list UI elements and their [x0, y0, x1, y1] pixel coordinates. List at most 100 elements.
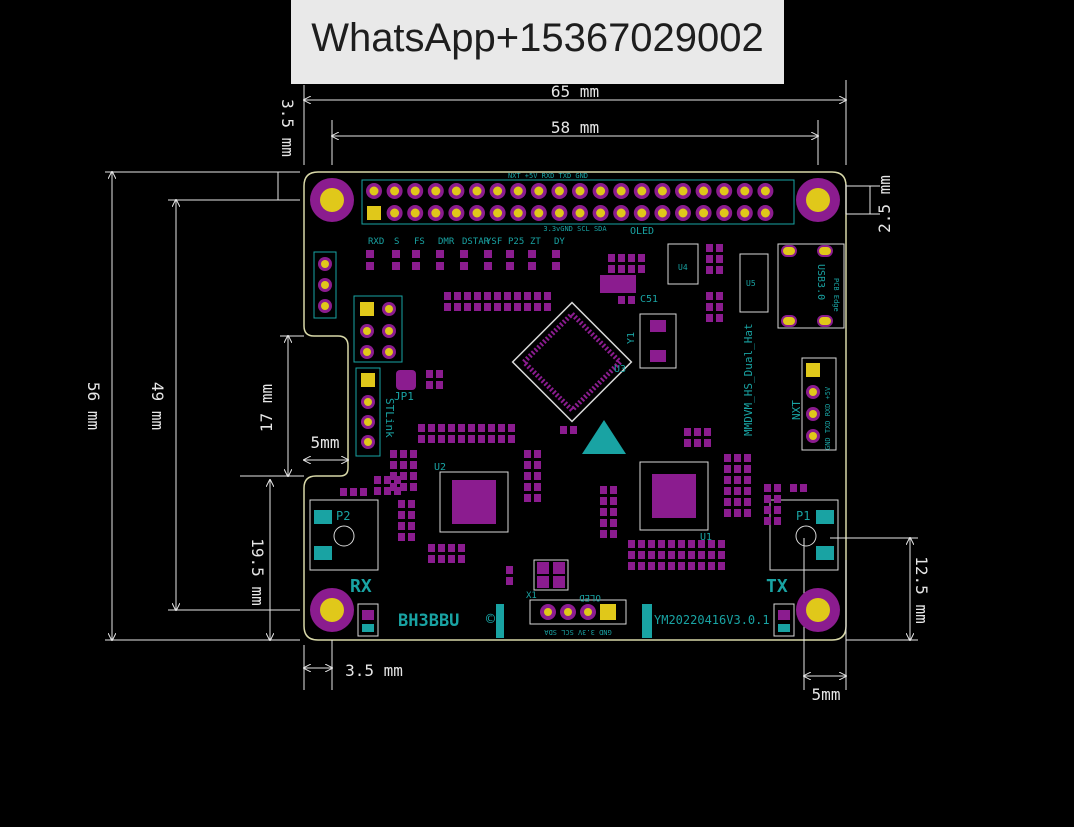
- gpio-pin-hole: [719, 208, 729, 218]
- gpio-pin-hole: [554, 208, 564, 218]
- gpio-pin-hole: [534, 208, 544, 218]
- y1-pad-b: [650, 350, 666, 362]
- passive-pad: [428, 424, 435, 432]
- passive-pad: [438, 435, 445, 443]
- oled-header-pins: [540, 604, 616, 620]
- dim-hole-offset: 2.5 mm: [875, 175, 894, 233]
- led-pad: [412, 250, 420, 258]
- gpio-pin-hole: [657, 208, 667, 218]
- passive-pad: [724, 476, 731, 484]
- passive-pad: [688, 551, 695, 559]
- gpio-pin-hole: [534, 186, 544, 196]
- gpio-pin-hole: [616, 208, 626, 218]
- usb-label: USB3.0: [815, 264, 826, 300]
- esd-logo: [582, 420, 626, 454]
- gpio-pin-hole: [575, 186, 585, 196]
- watermark-banner: WhatsApp+15367029002: [291, 0, 784, 84]
- passive-pad: [638, 265, 645, 273]
- passive-pad: [384, 476, 391, 484]
- passive-pad: [390, 461, 397, 469]
- passive-pad: [638, 562, 645, 570]
- c51-cap: [600, 275, 636, 293]
- passive-pad: [608, 265, 615, 273]
- swd-header-outline: [353, 295, 403, 363]
- passive-pad: [744, 476, 751, 484]
- passive-pad: [658, 562, 665, 570]
- gpio-pin-hole: [760, 186, 770, 196]
- passive-pad: [390, 472, 397, 480]
- gpio-pin-hole: [513, 186, 523, 196]
- led-pad: [506, 262, 514, 270]
- passive-pad: [600, 530, 607, 538]
- gpio-pin-hole: [472, 208, 482, 218]
- passive-pad: [608, 254, 615, 262]
- x1-pads: [537, 562, 565, 588]
- led-pad: [484, 250, 492, 258]
- passive-pad: [618, 254, 625, 262]
- gpio-pin-hole: [740, 186, 750, 196]
- passive-pad: [800, 484, 807, 492]
- passive-pad: [628, 540, 635, 548]
- led-pad: [460, 262, 468, 270]
- passive-pad: [400, 461, 407, 469]
- resistor-pad: [484, 292, 491, 300]
- passive-pad: [600, 486, 607, 494]
- gpio-pin-hole: [637, 186, 647, 196]
- passive-pad: [524, 472, 531, 480]
- y1-outline: [639, 313, 677, 369]
- passive-pad: [638, 551, 645, 559]
- passive-pad: [668, 562, 675, 570]
- gpio-pin-hole: [699, 208, 709, 218]
- led-pad: [412, 262, 420, 270]
- passive-pad: [458, 544, 465, 552]
- passive-pad: [724, 498, 731, 506]
- passive-pad: [716, 303, 723, 311]
- led-pad: [392, 262, 400, 270]
- passive-pad: [438, 544, 445, 552]
- resistor-pad: [534, 303, 541, 311]
- led-pad: [528, 262, 536, 270]
- passive-pad: [428, 555, 435, 563]
- gpio-pin-hole: [637, 208, 647, 218]
- passive-pad: [706, 244, 713, 252]
- led-label: DMR: [438, 237, 455, 247]
- version-label: YM20220416V3.0.1: [654, 613, 770, 627]
- watermark-text: WhatsApp+15367029002: [311, 16, 764, 60]
- jp1-label: JP1: [394, 390, 414, 403]
- passive-pad: [394, 476, 401, 484]
- gpio-pin-hole: [760, 208, 770, 218]
- passive-pad: [734, 465, 741, 473]
- passive-pad: [648, 562, 655, 570]
- project-label: MMDVM_HS_Dual_Hat: [742, 323, 755, 436]
- dim-sma-12-5: 12.5 mm: [912, 556, 931, 623]
- passive-pad: [600, 519, 607, 527]
- nxt-pins: [806, 363, 820, 443]
- y1-label: Y1: [626, 332, 637, 344]
- u3-label: U3: [614, 364, 626, 375]
- dim-width-58: 58 mm: [551, 118, 599, 137]
- oled-label: OLED: [579, 592, 601, 602]
- passive-pad: [488, 424, 495, 432]
- passive-pad: [524, 450, 531, 458]
- resistor-pad: [464, 303, 471, 311]
- led-pad: [436, 250, 444, 258]
- passive-pad: [724, 487, 731, 495]
- nxt-label: NXT: [790, 400, 803, 420]
- passive-pad: [684, 439, 691, 447]
- passive-pad: [524, 461, 531, 469]
- passive-pad: [448, 424, 455, 432]
- passive-pad: [408, 533, 415, 541]
- oled-pins-top: 3.3vGND SCL SDA: [543, 225, 607, 233]
- led-pad: [552, 250, 560, 258]
- swd-header-pins: [360, 302, 396, 359]
- rx-led-outline: [357, 603, 379, 637]
- resistor-pad: [514, 303, 521, 311]
- led-label: S: [394, 237, 399, 247]
- passive-pad: [724, 509, 731, 517]
- passive-pad: [764, 484, 771, 492]
- u1-label: U1: [700, 532, 712, 543]
- p2-ring: [333, 525, 355, 547]
- passive-pad: [734, 476, 741, 484]
- passive-pad: [458, 424, 465, 432]
- passive-pad: [340, 488, 347, 496]
